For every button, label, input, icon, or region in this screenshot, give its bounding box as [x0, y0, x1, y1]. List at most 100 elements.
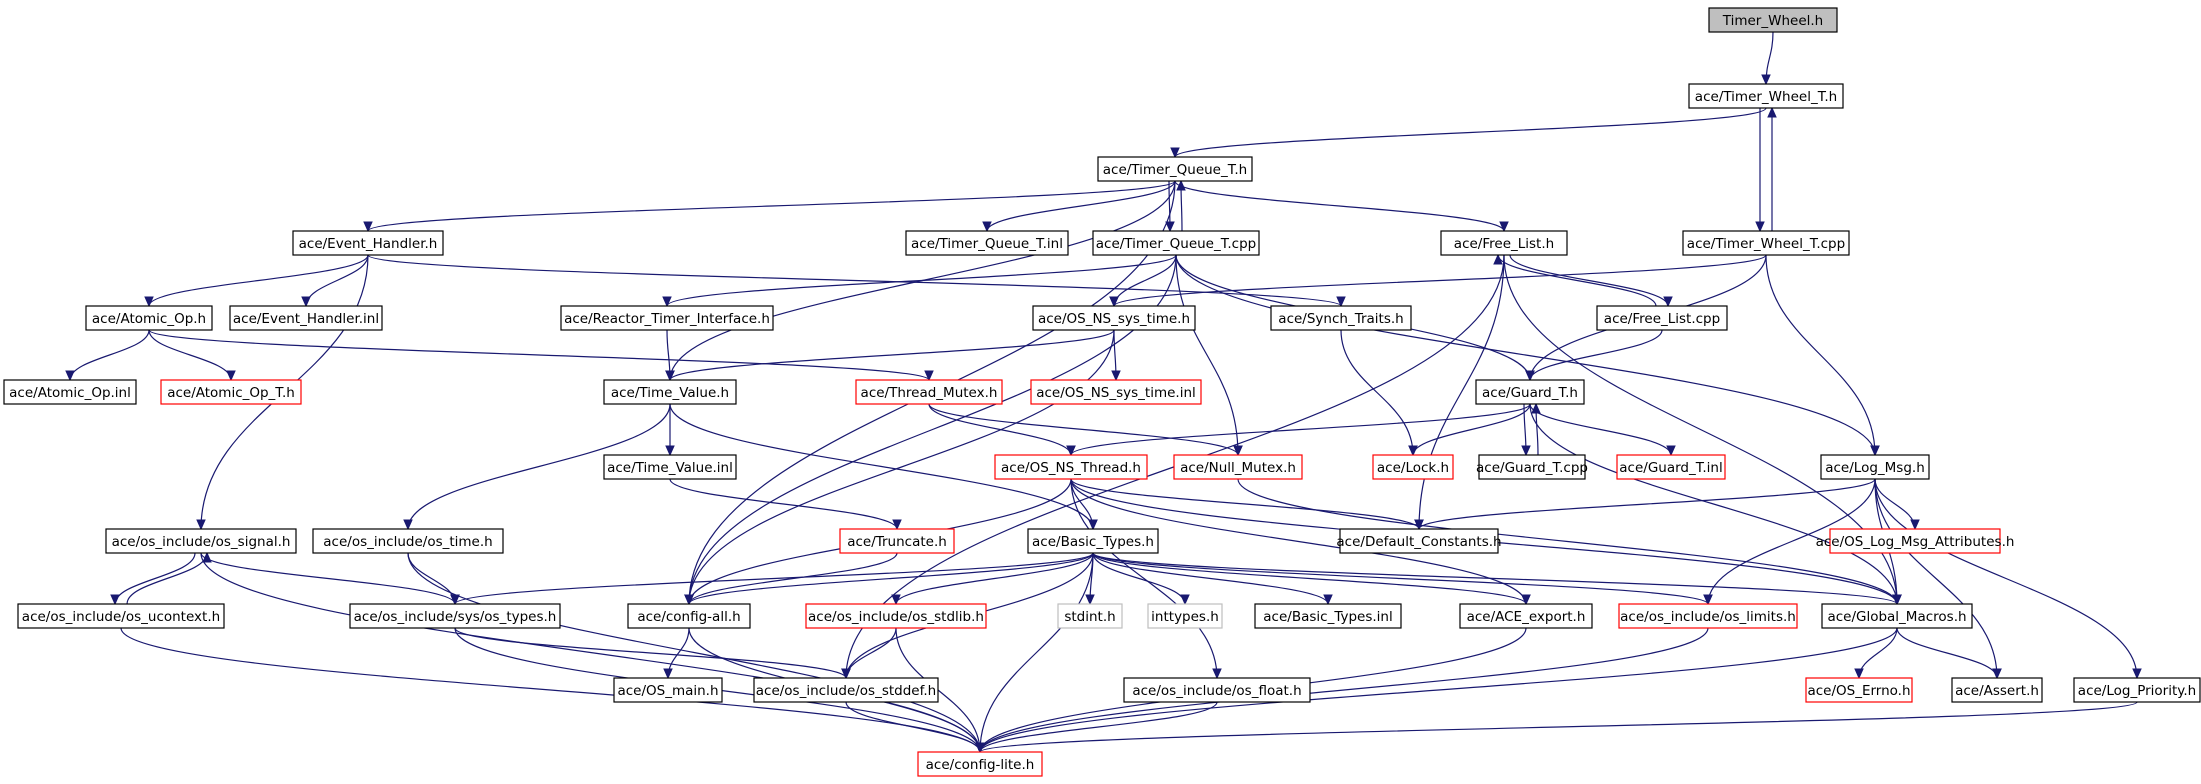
edge-timer-wheel-h-to-ace-timer-wheel-t-h — [1761, 31, 1774, 86]
node-ace-os-main-h[interactable]: ace/OS_main.h — [613, 677, 723, 703]
node-ace-timer-wheel-t-cpp[interactable]: ace/Timer_Wheel_T.cpp — [1682, 230, 1850, 256]
node-box — [1688, 83, 1844, 109]
node-ace-os-include-os-time-h[interactable]: ace/os_include/os_time.h — [312, 528, 504, 554]
edge-ace-truncate-h-to-ace-config-all-h — [684, 552, 898, 606]
edge-ace-timer-queue-t-cpp-to-ace-reactor-timer-interface-h — [662, 254, 1177, 308]
edge-ace-thread-mutex-h-to-ace-os-ns-thread-h — [928, 403, 1076, 457]
node-ace-basic-types-h[interactable]: ace/Basic_Types.h — [1027, 528, 1159, 554]
node-ace-os-log-msg-attributes-h[interactable]: ace/OS_Log_Msg_Attributes.h — [1816, 528, 2015, 554]
edge-ace-os-ns-thread-h-to-ace-os-include-os-float-h — [1070, 478, 1222, 680]
node-label: ace/os_include/os_ucontext.h — [22, 609, 220, 625]
node-ace-timer-wheel-t-h[interactable]: ace/Timer_Wheel_T.h — [1688, 83, 1844, 109]
node-ace-timer-queue-t-h[interactable]: ace/Timer_Queue_T.h — [1097, 156, 1253, 182]
node-ace-os-include-os-float-h[interactable]: ace/os_include/os_float.h — [1123, 677, 1311, 703]
node-ace-ace-export-h[interactable]: ace/ACE_export.h — [1459, 603, 1593, 629]
edge-ace-basic-types-h-to-ace-config-all-h — [684, 552, 1094, 606]
node-label: ace/Free_List.h — [1454, 236, 1554, 252]
edge-ace-log-msg-h-to-ace-log-priority-h — [1874, 478, 2142, 680]
node-box — [1682, 230, 1850, 256]
node-ace-os-include-os-stddef-h[interactable]: ace/os_include/os_stddef.h — [753, 677, 939, 703]
node-ace-timer-queue-t-cpp[interactable]: ace/Timer_Queue_T.cpp — [1092, 230, 1260, 256]
edge-ace-guard-t-h-to-ace-guard-t-cpp — [1521, 403, 1531, 457]
node-box — [1030, 379, 1202, 405]
edge-ace-timer-wheel-t-h-to-ace-timer-queue-t-h — [1170, 107, 1767, 159]
edge-ace-timer-queue-t-h-to-ace-timer-queue-t-cpp — [1165, 180, 1175, 233]
node-ace-os-ns-sys-time-h[interactable]: ace/OS_NS_sys_time.h — [1032, 305, 1196, 331]
node-ace-time-value-inl[interactable]: ace/Time_Value.inl — [603, 454, 737, 480]
node-ace-truncate-h[interactable]: ace/Truncate.h — [839, 528, 955, 554]
node-box — [1270, 305, 1412, 331]
node-ace-guard-t-inl[interactable]: ace/Guard_T.inl — [1616, 454, 1726, 480]
node-label: ace/Assert.h — [1955, 683, 2039, 699]
edge-ace-os-include-os-ucontext-h-to-ace-os-include-os-signal-h — [126, 551, 212, 605]
edge-ace-basic-types-h-to-ace-os-include-sys-os-types-h — [450, 552, 1094, 606]
node-ace-atomic-op-inl[interactable]: ace/Atomic_Op.inl — [3, 379, 137, 405]
node-ace-log-msg-h[interactable]: ace/Log_Msg.h — [1820, 454, 1930, 480]
node-ace-atomic-op-h[interactable]: ace/Atomic_Op.h — [85, 305, 213, 331]
node-ace-os-ns-sys-time-inl[interactable]: ace/OS_NS_sys_time.inl — [1030, 379, 1202, 405]
node-ace-event-handler-inl[interactable]: ace/Event_Handler.inl — [229, 305, 383, 331]
node-ace-guard-t-h[interactable]: ace/Guard_T.h — [1475, 379, 1585, 405]
edge-ace-global-macros-h-to-ace-os-errno-h — [1854, 627, 1898, 680]
node-ace-free-list-h[interactable]: ace/Free_List.h — [1440, 230, 1568, 256]
node-ace-global-macros-h[interactable]: ace/Global_Macros.h — [1821, 603, 1973, 629]
node-box — [753, 677, 939, 703]
node-box — [839, 528, 955, 554]
node-ace-reactor-timer-interface-h[interactable]: ace/Reactor_Timer_Interface.h — [560, 305, 774, 331]
node-ace-config-lite-h[interactable]: ace/config-lite.h — [917, 751, 1043, 777]
node-box — [855, 379, 1003, 405]
node-ace-guard-t-cpp[interactable]: ace/Guard_T.cpp — [1476, 454, 1588, 480]
node-timer-wheel-h[interactable]: Timer_Wheel.h — [1708, 7, 1838, 33]
edge-ace-basic-types-h-to-ace-global-macros-h — [1092, 552, 1902, 606]
node-label: ace/Event_Handler.inl — [233, 311, 379, 327]
node-box — [1027, 528, 1159, 554]
node-box — [1092, 230, 1260, 256]
node-ace-event-handler-h[interactable]: ace/Event_Handler.h — [292, 230, 444, 256]
node-box — [1618, 603, 1798, 629]
node-box — [17, 603, 225, 629]
edge-ace-os-include-os-signal-h-to-ace-os-include-sys-os-types-h — [200, 552, 460, 606]
node-inttypes-h[interactable]: inttypes.h — [1147, 603, 1223, 629]
node-ace-null-mutex-h[interactable]: ace/Null_Mutex.h — [1173, 454, 1303, 480]
node-box — [1147, 603, 1223, 629]
node-ace-lock-h[interactable]: ace/Lock.h — [1372, 454, 1454, 480]
edge-ace-timer-wheel-t-cpp-to-ace-log-msg-h — [1765, 254, 1880, 457]
node-label: ace/Atomic_Op_T.h — [167, 385, 295, 401]
node-ace-os-include-os-stdlib-h[interactable]: ace/os_include/os_stdlib.h — [805, 603, 987, 629]
node-ace-os-include-sys-os-types-h[interactable]: ace/os_include/sys/os_types.h — [349, 603, 561, 629]
node-ace-os-include-os-ucontext-h[interactable]: ace/os_include/os_ucontext.h — [17, 603, 225, 629]
node-ace-atomic-op-t-h[interactable]: ace/Atomic_Op_T.h — [160, 379, 302, 405]
node-ace-free-list-cpp[interactable]: ace/Free_List.cpp — [1596, 305, 1728, 331]
node-ace-time-value-h[interactable]: ace/Time_Value.h — [603, 379, 737, 405]
node-ace-thread-mutex-h[interactable]: ace/Thread_Mutex.h — [855, 379, 1003, 405]
node-box — [613, 677, 723, 703]
edge-ace-os-include-os-stdlib-h-to-ace-os-include-os-stddef-h — [841, 627, 897, 680]
node-ace-basic-types-inl[interactable]: ace/Basic_Types.inl — [1254, 603, 1402, 629]
node-ace-default-constants-h[interactable]: ace/Default_Constants.h — [1336, 528, 1502, 554]
node-ace-timer-queue-t-inl[interactable]: ace/Timer_Queue_T.inl — [905, 230, 1069, 256]
node-box — [160, 379, 302, 405]
node-box — [1805, 677, 1913, 703]
edge-ace-global-macros-h-to-ace-assert-h — [1896, 627, 2002, 680]
node-box — [603, 454, 737, 480]
node-label: ace/os_include/os_signal.h — [112, 534, 291, 550]
node-ace-os-errno-h[interactable]: ace/OS_Errno.h — [1805, 677, 1913, 703]
node-stdint-h[interactable]: stdint.h — [1057, 603, 1123, 629]
node-label: ace/Timer_Wheel_T.cpp — [1687, 236, 1845, 252]
node-ace-os-include-os-signal-h[interactable]: ace/os_include/os_signal.h — [105, 528, 297, 554]
node-ace-os-include-os-limits-h[interactable]: ace/os_include/os_limits.h — [1618, 603, 1798, 629]
edge-ace-os-include-os-signal-h-to-ace-os-include-os-ucontext-h — [110, 552, 196, 606]
node-label: ace/Timer_Wheel_T.h — [1695, 89, 1837, 105]
node-ace-os-ns-thread-h[interactable]: ace/OS_NS_Thread.h — [994, 454, 1148, 480]
node-ace-assert-h[interactable]: ace/Assert.h — [1951, 677, 2043, 703]
edge-ace-event-handler-h-to-ace-event-handler-inl — [301, 254, 369, 308]
node-box — [1339, 528, 1499, 554]
node-ace-config-all-h[interactable]: ace/config-all.h — [627, 603, 751, 629]
edge-ace-log-msg-h-to-ace-os-log-msg-attributes-h — [1874, 478, 1920, 531]
node-ace-synch-traits-h[interactable]: ace/Synch_Traits.h — [1270, 305, 1412, 331]
node-box — [229, 305, 383, 331]
node-box — [1459, 603, 1593, 629]
node-box — [1478, 454, 1586, 480]
node-ace-log-priority-h[interactable]: ace/Log_Priority.h — [2073, 677, 2201, 703]
